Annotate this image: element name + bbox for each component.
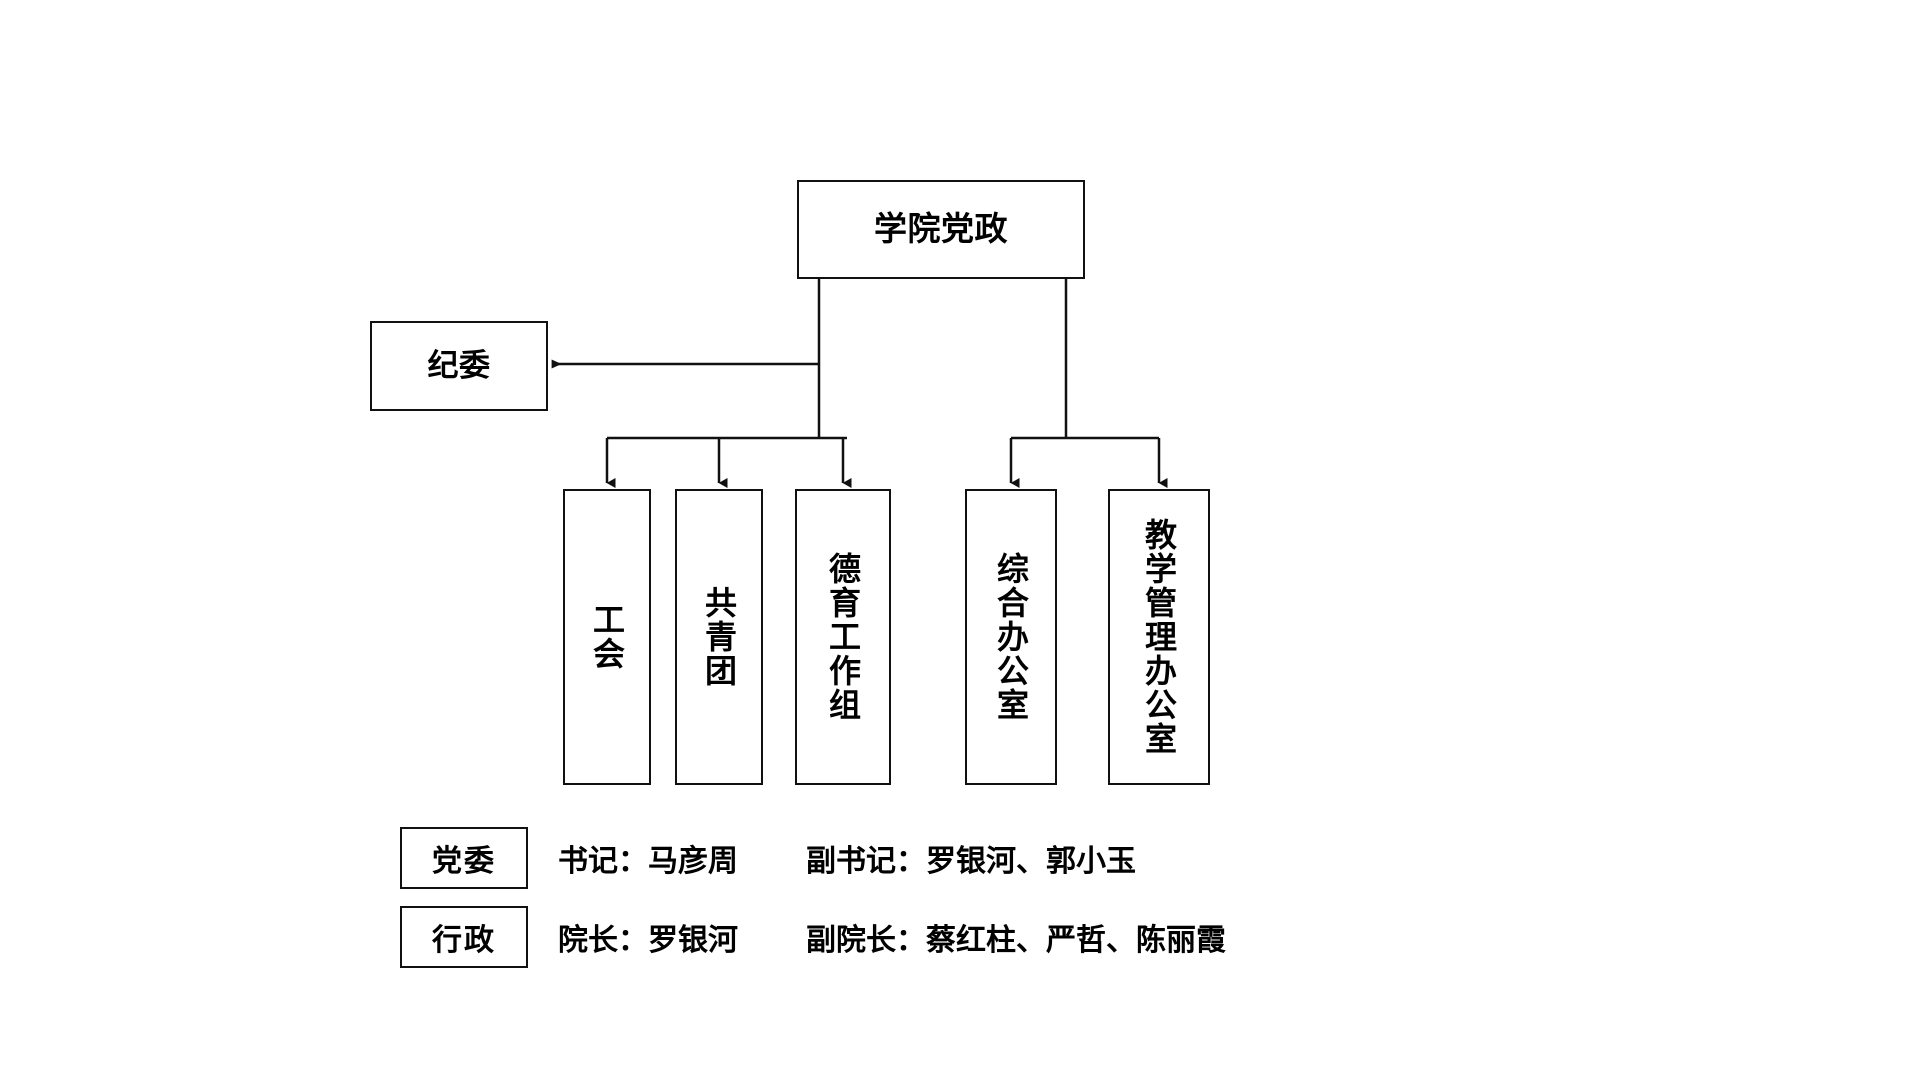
legend-secretary-party: 书记：马彦周 bbox=[558, 845, 738, 878]
node-college-party-admin[interactable]: 学院党政 bbox=[797, 180, 1085, 279]
node-teaching-management-office[interactable]: 教学管理办公室 bbox=[1108, 489, 1210, 785]
node-moral-education-group[interactable]: 德育工作组 bbox=[795, 489, 891, 785]
node-label-jiaoxue: 教学管理办公室 bbox=[1141, 518, 1177, 756]
node-label-deyu: 德育工作组 bbox=[825, 552, 861, 722]
node-general-office[interactable]: 综合办公室 bbox=[965, 489, 1057, 785]
legend-box-label-administration: 行政 bbox=[432, 924, 496, 957]
legend-row-administration: 行政 院长：罗银河 副院长：蔡红柱、严哲、陈丽霞 bbox=[400, 906, 1226, 968]
legend-vice-deans: 副院长：蔡红柱、严哲、陈丽霞 bbox=[806, 924, 1226, 957]
node-label-gongqingtuan: 共青团 bbox=[701, 586, 737, 688]
legend-deputy-secretary-party: 副书记：罗银河、郭小玉 bbox=[806, 845, 1136, 878]
node-label-root: 学院党政 bbox=[874, 210, 1008, 248]
legend-row-party-committee: 党委 书记：马彦周 副书记：罗银河、郭小玉 bbox=[400, 827, 1136, 889]
legend-box-party-committee[interactable]: 党委 bbox=[400, 827, 528, 889]
legend-box-administration[interactable]: 行政 bbox=[400, 906, 528, 968]
node-label-jiwei: 纪委 bbox=[427, 347, 491, 383]
node-youth-league[interactable]: 共青团 bbox=[675, 489, 763, 785]
node-label-zonghe: 综合办公室 bbox=[993, 552, 1029, 722]
legend-box-label-party-committee: 党委 bbox=[432, 845, 496, 878]
legend-dean: 院长：罗银河 bbox=[558, 924, 738, 957]
node-discipline-commission[interactable]: 纪委 bbox=[370, 321, 548, 411]
node-label-gonghui: 工会 bbox=[589, 603, 625, 671]
node-labor-union[interactable]: 工会 bbox=[563, 489, 651, 785]
